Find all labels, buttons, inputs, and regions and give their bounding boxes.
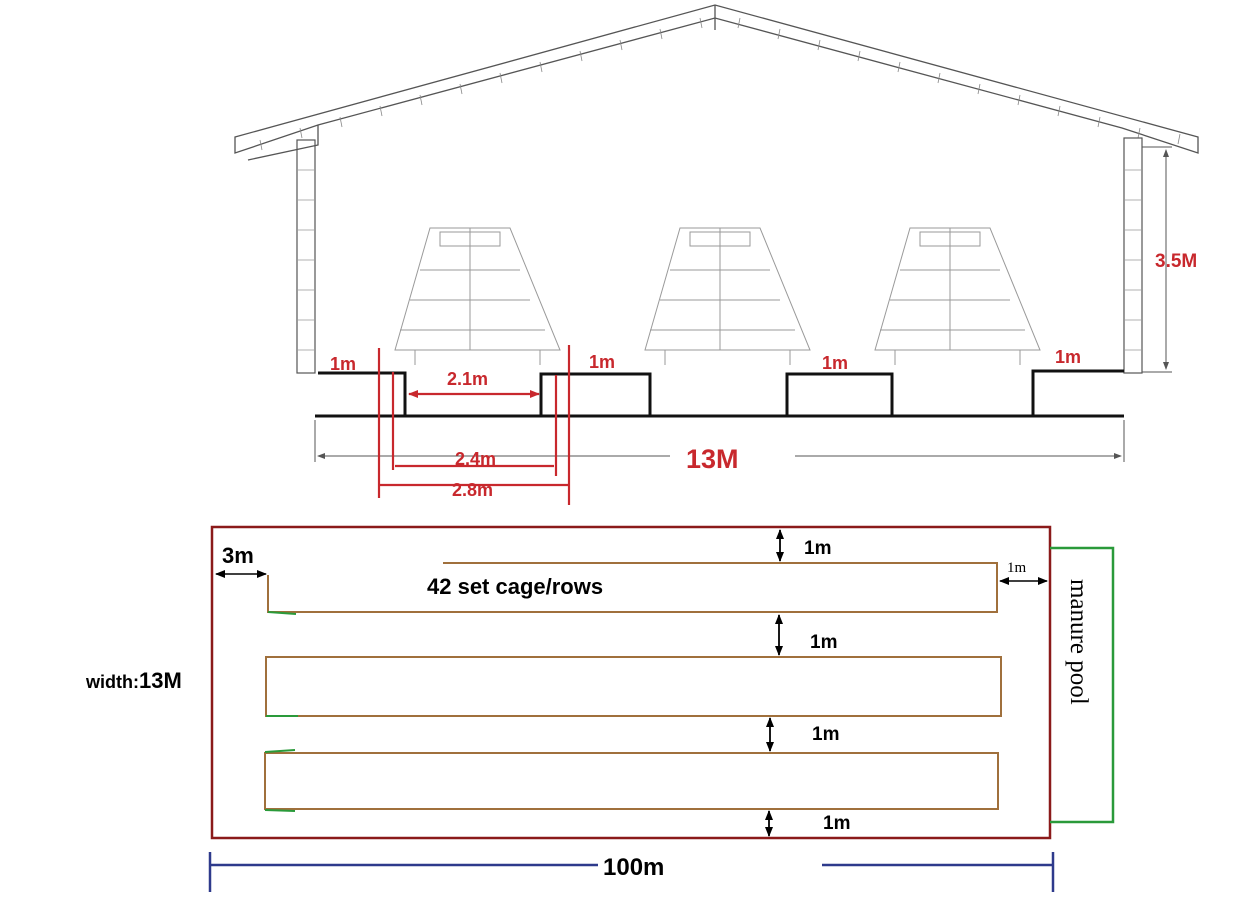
cage-unit-3 <box>874 227 1041 365</box>
section-width-label: 13M <box>686 444 739 474</box>
left-wall <box>296 139 316 374</box>
right-wall <box>1123 137 1143 374</box>
cage-unit-2 <box>644 227 811 365</box>
platform-label-2: 1m <box>589 352 615 372</box>
plan-width-value: 13M <box>139 668 182 693</box>
platform-2 <box>539 372 652 418</box>
height-label: 3.5M <box>1155 251 1197 272</box>
span-label-1: 2.4m <box>455 449 496 469</box>
row-gap-label-1: 1m <box>804 538 831 559</box>
side-gap-label: 1m <box>1007 560 1027 576</box>
aisle-dimensions <box>377 345 571 505</box>
height-dimension <box>1142 146 1172 373</box>
cage-row-1 <box>267 562 998 613</box>
plan-view: 42 set cage/rows 3m 1m 1m 1m 1m 1m width… <box>85 525 1115 892</box>
plan-width-prefix: width: <box>85 672 139 692</box>
aisle-label: 2.1m <box>447 369 488 389</box>
end-gap-label: 3m <box>222 543 254 568</box>
platform-4 <box>1031 369 1124 416</box>
cage-unit-1 <box>394 227 561 365</box>
platform-1 <box>318 371 407 416</box>
roof <box>234 4 1199 161</box>
cage-row-2 <box>265 656 1002 717</box>
row-gap-label-4: 1m <box>823 813 850 834</box>
platform-label-1: 1m <box>330 354 356 374</box>
row-gap-label-3: 1m <box>812 724 839 745</box>
plan-width-label: width:13M <box>85 668 182 693</box>
manure-pool-label: manure pool <box>1065 579 1092 705</box>
platform-label-3: 1m <box>822 353 848 373</box>
house-outline <box>210 525 1052 840</box>
cage-row-3 <box>264 752 999 810</box>
row-gap-label-2: 1m <box>810 632 837 653</box>
width-dimension <box>314 420 1125 462</box>
manure-pool-outline <box>1050 546 1115 824</box>
poultry-house-section: 3.5M 13M 1m 1m 1m 1m 2.1m 2.4m 2.8m <box>234 4 1199 505</box>
length-dimension <box>208 852 1055 892</box>
cage-rows-label: 42 set cage/rows <box>427 574 603 599</box>
length-label: 100m <box>603 854 664 881</box>
platform-label-4: 1m <box>1055 347 1081 367</box>
platform-3 <box>785 372 894 418</box>
span-label-2: 2.8m <box>452 480 493 500</box>
